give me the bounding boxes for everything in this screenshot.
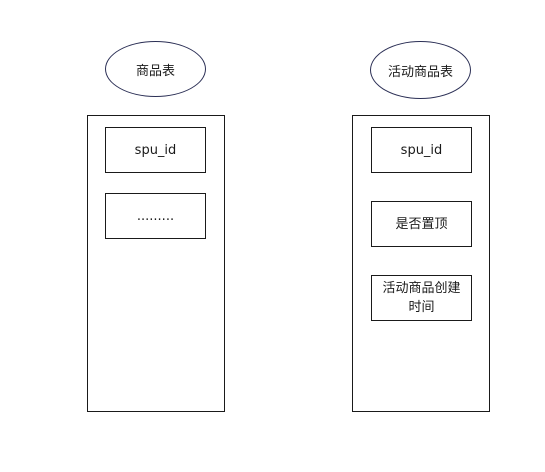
- field-activity-spu-id-label: spu_id: [400, 142, 443, 158]
- field-product-spu-id: spu_id: [105, 127, 206, 173]
- table-title-activity-product: 活动商品表: [370, 41, 471, 99]
- table-title-product-label: 商品表: [135, 63, 175, 79]
- field-activity-is-top: 是否置顶: [371, 201, 472, 247]
- field-product-ellipsis-label: .........: [136, 208, 175, 224]
- field-product-ellipsis: .........: [105, 193, 206, 239]
- field-activity-spu-id: spu_id: [371, 127, 472, 173]
- field-activity-is-top-label: 是否置顶: [395, 216, 448, 232]
- table-title-product: 商品表: [105, 41, 206, 97]
- field-product-spu-id-label: spu_id: [134, 142, 177, 158]
- field-activity-create-time-label: 活动商品创建时间: [382, 281, 461, 315]
- field-activity-create-time: 活动商品创建时间: [371, 275, 472, 321]
- table-title-activity-product-label: 活动商品表: [387, 64, 453, 80]
